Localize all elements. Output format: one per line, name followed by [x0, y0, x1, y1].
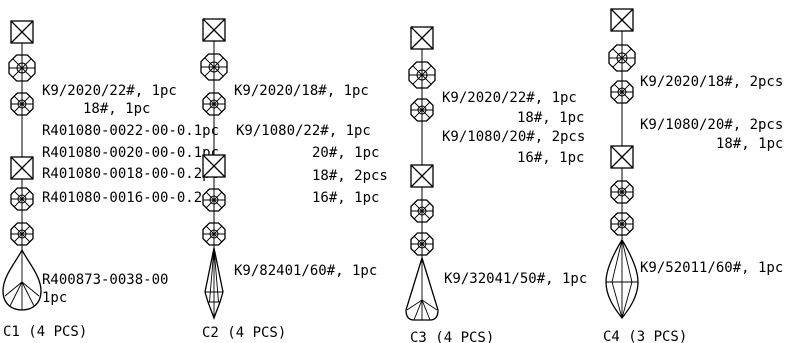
icicle-pendant-icon [204, 247, 224, 320]
square-prism-icon [410, 26, 434, 50]
chain-c2-caption: C2 (4 PCS) [202, 325, 286, 341]
octagon-bead-icon [610, 80, 634, 104]
square-prism-icon [202, 154, 226, 178]
chain-c4-label-4: K9/52011/60#, 1pc [640, 260, 783, 276]
square-prism-icon [410, 164, 434, 188]
chain-c1-label-8: 1pc [42, 290, 67, 306]
chain-c1-label-3: R401080-0022-00-0.1pc [42, 123, 219, 139]
chain-c2-label-2: K9/1080/22#, 1pc [236, 123, 371, 139]
teardrop-pendant-icon [2, 248, 42, 311]
chain-c1-label-4: R401080-0020-00-0.1pc [42, 145, 219, 161]
square-prism-icon [610, 8, 634, 32]
octagon-bead-icon [200, 53, 228, 81]
chain-c1-caption: C1 (4 PCS) [3, 324, 87, 340]
octagon-bead-icon [202, 92, 226, 116]
chain-c1-label-1: K9/2020/22#, 1pc [42, 83, 177, 99]
octagon-bead-icon [408, 61, 436, 89]
chain-c3-label-1: K9/2020/22#, 1pc [442, 90, 577, 106]
chain-c1-label-7: R400873-0038-00 [42, 272, 168, 288]
square-prism-icon [10, 20, 34, 44]
chain-c3-label-5: K9/32041/50#, 1pc [444, 271, 587, 287]
chain-c2-label-5: 16#, 1pc [312, 190, 379, 206]
chain-c4-label-1: K9/2020/18#, 2pcs [640, 74, 783, 90]
chain-c2-label-1: K9/2020/18#, 1pc [234, 83, 369, 99]
octagon-bead-icon [202, 222, 226, 246]
chain-c2-label-6: K9/82401/60#, 1pc [234, 263, 377, 279]
octagon-bead-icon [610, 180, 634, 204]
chain-c3: K9/2020/22#, 1pc 18#, 1pc K9/1080/20#, 2… [405, 26, 587, 343]
octagon-bead-icon [610, 212, 634, 236]
chain-c3-caption: C3 (4 PCS) [410, 330, 494, 343]
chain-c4: K9/2020/18#, 2pcs K9/1080/20#, 2pcs 18#,… [603, 8, 783, 343]
chain-c1-label-5: R401080-0018-00-0.2pc [42, 166, 219, 182]
chain-c4-label-3: 18#, 1pc [716, 136, 783, 152]
chain-c1-label-6: R401080-0016-00-0.2pc [42, 190, 219, 206]
chain-c3-label-2: 18#, 1pc [517, 110, 584, 126]
cone-pendant-icon [405, 255, 439, 321]
square-prism-icon [610, 145, 634, 169]
octagon-bead-icon [10, 92, 34, 116]
chain-c4-label-2: K9/1080/20#, 2pcs [640, 117, 783, 133]
square-prism-icon [202, 18, 226, 42]
chain-c2-label-4: 18#, 2pcs [312, 168, 388, 184]
octagon-bead-icon [202, 188, 226, 212]
chain-c2: K9/2020/18#, 1pc K9/1080/22#, 1pc 20#, 1… [200, 18, 388, 341]
chain-c3-label-4: 16#, 1pc [517, 150, 584, 166]
octagon-bead-icon [10, 222, 34, 246]
chain-c3-label-3: K9/1080/20#, 2pcs [442, 129, 585, 145]
octagon-bead-icon [410, 98, 434, 122]
chain-c4-caption: C4 (3 PCS) [603, 329, 687, 343]
chain-c2-label-3: 20#, 1pc [312, 145, 379, 161]
spindle-pendant-icon [605, 238, 639, 320]
chain-c1: K9/2020/22#, 1pc 18#, 1pc R401080-0022-0… [2, 20, 219, 340]
square-prism-icon [10, 156, 34, 180]
octagon-bead-icon [608, 44, 636, 72]
octagon-bead-icon [410, 199, 434, 223]
chain-c1-label-2: 18#, 1pc [83, 101, 150, 117]
octagon-bead-icon [410, 232, 434, 256]
octagon-bead-icon [10, 187, 34, 211]
octagon-bead-icon [8, 54, 36, 82]
